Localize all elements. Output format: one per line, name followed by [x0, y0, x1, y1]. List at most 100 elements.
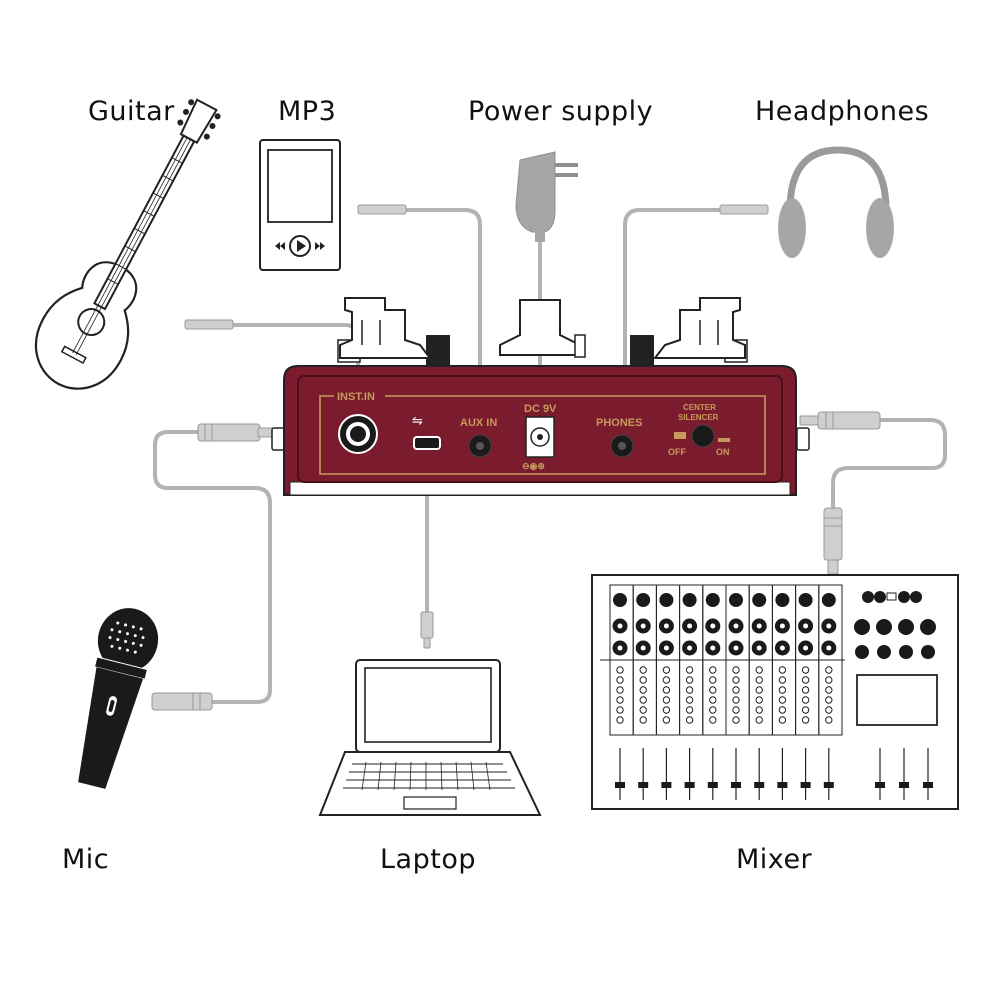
mp3-label: MP3 — [278, 96, 336, 127]
mp3-cable — [403, 208, 482, 397]
mixer-small-knob — [755, 666, 763, 674]
mixer-small-knob — [801, 716, 810, 724]
mixer-small-knob — [685, 686, 694, 694]
usb-plug — [420, 611, 434, 649]
laptop-label: Laptop — [380, 844, 476, 875]
on-indicator — [718, 438, 730, 442]
mixer-small-knob — [801, 686, 810, 694]
mixer-small-knob — [662, 676, 671, 684]
mixer-small-knob — [801, 666, 810, 674]
mixer-small-knob — [825, 716, 833, 724]
mixer-small-knob — [778, 676, 787, 684]
off-label: OFF — [668, 447, 686, 457]
mixer-xlr-plug-bottom — [823, 507, 843, 575]
mixer-small-knob — [755, 716, 763, 724]
mixer-small-knob — [616, 716, 624, 724]
headphones-label: Headphones — [755, 96, 929, 127]
mixer-small-knob — [732, 686, 740, 694]
mixer-small-knob — [616, 666, 624, 674]
aux-in-label: AUX IN — [460, 417, 497, 429]
mixer-small-knob — [616, 706, 624, 714]
mixer-xlr-input — [705, 593, 720, 607]
mixer-xlr-input — [659, 593, 674, 607]
microphone-icon — [78, 608, 159, 789]
mixer-fader-cap — [800, 782, 811, 788]
mixer-small-knob — [709, 716, 717, 724]
mixer-small-knob — [685, 666, 694, 674]
mixer-small-knob — [639, 696, 647, 704]
center-footswitch — [499, 299, 586, 358]
mixer-small-knob — [662, 686, 671, 694]
mic-xlr-plug-top — [197, 423, 277, 442]
mixer-small-knob — [616, 676, 624, 684]
power-supply-label: Power supply — [468, 96, 653, 127]
mixer-small-knob — [732, 706, 740, 714]
pedal-device: INST.IN ⇋ AUX IN DC 9V ⊖◉⊕ PHONES — [271, 297, 810, 496]
dc-jack[interactable] — [525, 416, 555, 458]
mixer-small-knob — [685, 706, 694, 714]
mixer-xlr-input — [636, 593, 651, 607]
mixer-fader-cap — [823, 782, 834, 788]
cables — [151, 204, 947, 711]
usb-port[interactable]: ⇋ — [412, 414, 441, 450]
mixer-fader-cap — [731, 782, 741, 788]
headphones-cable — [623, 208, 722, 397]
mixer-xlr-input — [775, 593, 790, 607]
mixer-small-knob — [662, 716, 671, 724]
mixer-small-knob — [709, 706, 717, 714]
guitar-label: Guitar — [88, 96, 175, 127]
mixer-small-knob — [732, 716, 740, 724]
mixer-master-section — [854, 591, 938, 800]
mixer-fader-cap — [707, 782, 718, 788]
mixer-small-knob — [639, 716, 647, 724]
center-silencer-switch[interactable] — [691, 424, 715, 448]
mixer-xlr-input — [752, 593, 767, 607]
mic-xlr-plug-bottom — [151, 692, 213, 711]
mixer-small-knob — [825, 706, 833, 714]
mixer-small-knob — [755, 706, 763, 714]
aux-in-jack[interactable] — [468, 434, 492, 458]
mixer-small-knob — [662, 696, 671, 704]
mic-label: Mic — [62, 844, 109, 875]
on-label: ON — [716, 447, 730, 457]
mixer-small-knob — [709, 696, 717, 704]
mixer-icon — [591, 574, 959, 810]
mixer-fader-cap — [684, 782, 695, 788]
guitar-plug — [184, 319, 234, 330]
mixer-xlr-input — [798, 593, 813, 607]
center-label: CENTER — [683, 403, 716, 412]
mixer-small-knob — [825, 686, 833, 694]
mixer-small-knob — [639, 686, 647, 694]
mixer-small-knob — [616, 696, 624, 704]
mixer-xlr-plug-top — [799, 411, 881, 430]
mixer-small-knob — [801, 706, 810, 714]
mixer-small-knob — [825, 666, 833, 674]
dc-label: DC 9V — [524, 403, 557, 415]
mixer-fader-cap — [661, 782, 672, 788]
phones-jack[interactable] — [610, 434, 634, 458]
left-footswitch — [337, 297, 450, 365]
mixer-small-knob — [778, 666, 787, 674]
inst-in-jack[interactable] — [338, 414, 378, 454]
mixer-small-knob — [662, 666, 671, 674]
mixer-small-knob — [616, 686, 624, 694]
mp3-player-icon — [259, 139, 341, 271]
mixer-small-knob — [732, 696, 740, 704]
right-footswitch — [630, 297, 748, 365]
mixer-small-knob — [639, 706, 647, 714]
mixer-small-knob — [778, 706, 787, 714]
phones-label: PHONES — [596, 417, 642, 429]
power-adapter-icon — [515, 151, 578, 242]
silencer-label: SILENCER — [678, 413, 719, 422]
mixer-small-knob — [825, 676, 833, 684]
mixer-small-knob — [778, 686, 787, 694]
mixer-small-knob — [685, 676, 694, 684]
dc-polarity-icon: ⊖◉⊕ — [522, 461, 545, 471]
mixer-small-knob — [755, 686, 763, 694]
mixer-small-knob — [709, 666, 717, 674]
mixer-small-knob — [709, 686, 717, 694]
guitar-icon — [34, 98, 221, 390]
mixer-small-knob — [778, 696, 787, 704]
mixer-small-knob — [778, 716, 787, 724]
